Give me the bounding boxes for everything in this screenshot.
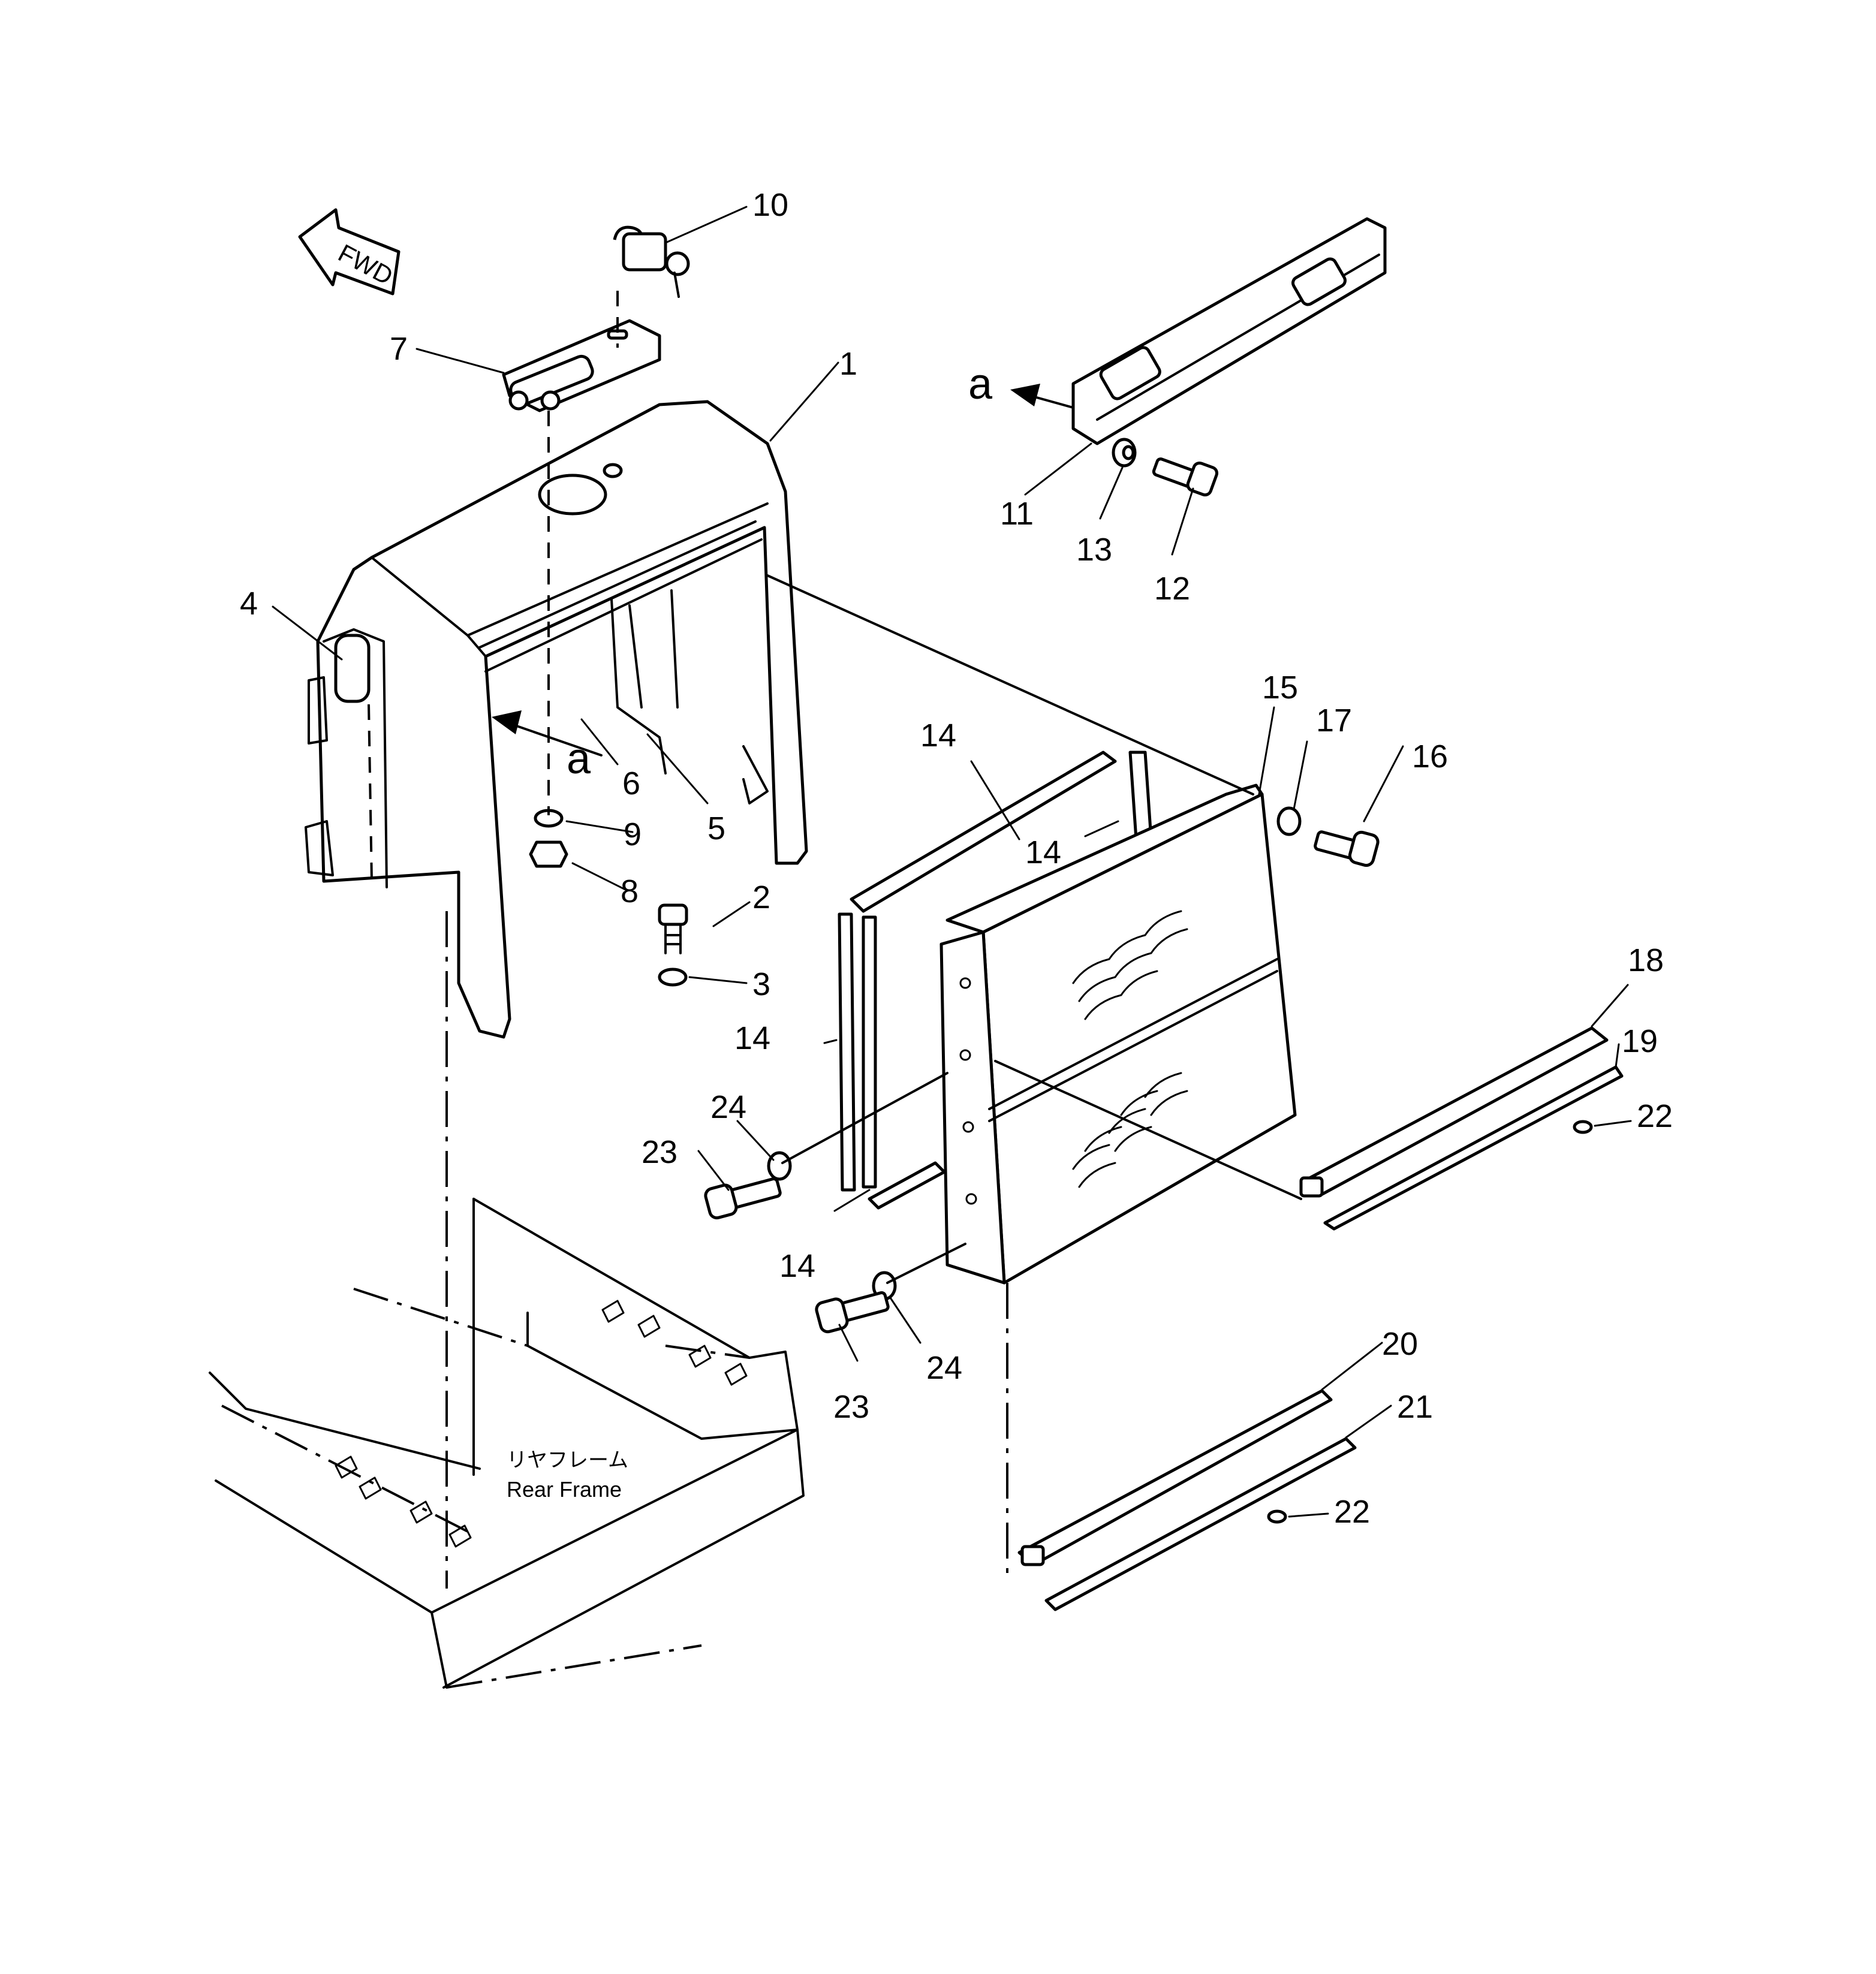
callout-3: 3 — [752, 966, 770, 1002]
callout-11: 11 — [1000, 496, 1034, 532]
callout-1: 1 — [839, 346, 857, 382]
rear-frame-label-en: Rear Frame — [507, 1477, 622, 1502]
radiator-grille — [939, 783, 1297, 1285]
callout-22a: 22 — [1637, 1098, 1673, 1134]
callout-19: 19 — [1622, 1023, 1658, 1059]
callout-16: 16 — [1412, 739, 1448, 774]
callout-18: 18 — [1628, 942, 1664, 978]
callout-23b: 23 — [833, 1389, 869, 1425]
callout-22b: 22 — [1334, 1494, 1370, 1530]
grille-bolts — [704, 806, 1380, 1334]
grille-louvers-upper — [1072, 910, 1188, 1020]
hinge-plate — [502, 319, 661, 412]
under-covers — [1017, 1026, 1624, 1611]
callouts: 1 2 3 4 5 6 7 8 9 10 11 12 13 14 14 14 1… — [240, 187, 1673, 1530]
callout-10: 10 — [752, 187, 788, 223]
callout-13: 13 — [1076, 532, 1112, 568]
padlock — [613, 225, 690, 298]
seal-strips — [838, 751, 1153, 1210]
callout-14c: 14 — [734, 1020, 770, 1056]
callout-17: 17 — [1316, 703, 1352, 739]
hood-frame — [305, 400, 808, 1039]
view-marker-a-label: a — [567, 735, 591, 783]
callout-6: 6 — [622, 766, 640, 801]
callout-20: 20 — [1382, 1326, 1418, 1362]
callout-9: 9 — [624, 816, 642, 852]
assembly-leaders — [766, 574, 1302, 1284]
view-marker-a-label-2: a — [968, 360, 993, 408]
callout-leaders — [272, 206, 1632, 1518]
view-marker-a: a a — [492, 360, 1074, 783]
callout-4: 4 — [240, 586, 258, 622]
callout-24b: 24 — [926, 1350, 962, 1386]
callout-12: 12 — [1154, 571, 1190, 607]
callout-15: 15 — [1262, 670, 1298, 706]
side-plate — [1071, 217, 1387, 497]
callout-14a: 14 — [920, 718, 956, 754]
rear-frame-label-ja: リヤフレーム — [507, 1449, 628, 1472]
callout-24a: 24 — [710, 1089, 746, 1125]
callout-14b: 14 — [1025, 834, 1061, 870]
callout-2: 2 — [752, 879, 770, 915]
fasteners-center — [529, 291, 688, 987]
callout-23a: 23 — [642, 1134, 677, 1170]
callout-14d: 14 — [779, 1248, 815, 1284]
rear-frame: リヤフレーム Rear Frame — [209, 911, 1008, 1689]
callout-21: 21 — [1397, 1389, 1433, 1425]
callout-8: 8 — [621, 873, 639, 909]
callout-5: 5 — [707, 810, 725, 846]
fwd-arrow: FWD — [298, 208, 401, 296]
callout-7: 7 — [390, 331, 408, 367]
